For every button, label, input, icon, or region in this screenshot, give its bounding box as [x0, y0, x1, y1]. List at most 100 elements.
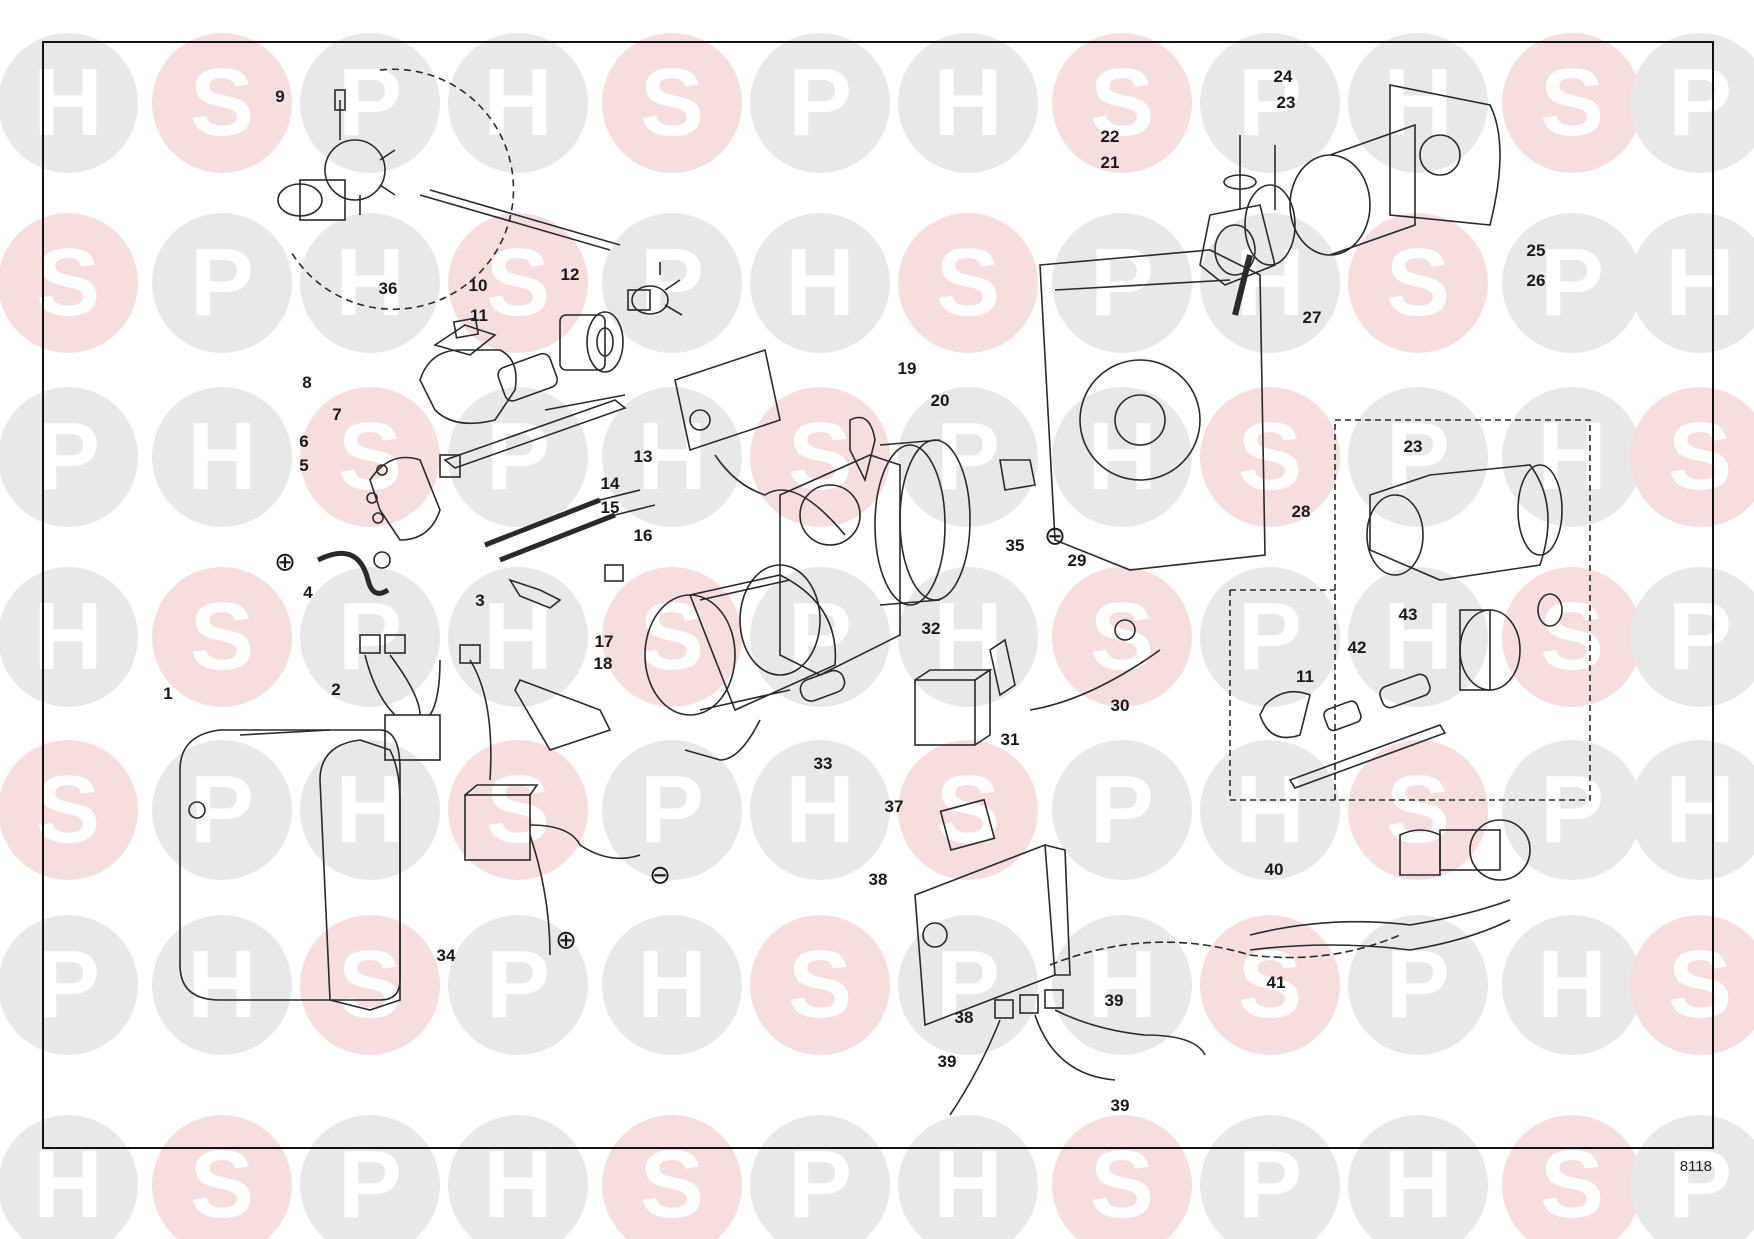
- watermark-circle: [750, 567, 890, 707]
- callout-label: 12: [560, 265, 580, 284]
- watermark-circle: [1502, 387, 1642, 527]
- minus-symbol-icon: ⊖: [1044, 520, 1066, 551]
- watermark-letter: P: [486, 931, 550, 1038]
- connector-part-17: [604, 564, 624, 582]
- watermark-circle: [1200, 915, 1340, 1055]
- watermark-letter: P: [1540, 756, 1604, 863]
- watermark-letter: P: [1238, 583, 1302, 690]
- callout-label: 4: [303, 583, 313, 602]
- part-30-ring: [1114, 619, 1136, 641]
- bracket-part-19: [849, 416, 876, 483]
- callout-label: 13: [633, 447, 653, 466]
- watermark-circle: [1200, 33, 1340, 173]
- blast-tube-part-24: [1244, 123, 1416, 266]
- watermark-circle: [1348, 567, 1488, 707]
- callout-label: 16: [633, 526, 653, 545]
- watermark-circle: [602, 915, 742, 1055]
- minus-symbol-icon: ⊖: [649, 859, 671, 890]
- callout-label: 37: [884, 797, 904, 816]
- watermark-letter: H: [335, 756, 404, 863]
- cable-part-41: [1249, 899, 1511, 936]
- watermark-circle: [1630, 213, 1754, 353]
- watermark-circle: [1630, 915, 1754, 1055]
- watermark-letter: H: [1665, 229, 1734, 336]
- watermark-circle: [1348, 213, 1488, 353]
- callout-label: 11: [470, 306, 488, 325]
- watermark-circle: [602, 1115, 742, 1239]
- watermark-letter: S: [1540, 583, 1604, 690]
- callout-label: 39: [937, 1052, 957, 1071]
- damper-part-27: [1199, 135, 1276, 316]
- watermark-circle: [898, 1115, 1038, 1239]
- watermark-letter: S: [36, 229, 100, 336]
- detail-leader: [429, 189, 621, 246]
- watermark-circle: [898, 213, 1038, 353]
- watermark-circle: [898, 33, 1038, 173]
- watermark-circle: [300, 33, 440, 173]
- watermark-letter: H: [933, 583, 1002, 690]
- callout-label: 41: [1266, 973, 1286, 992]
- watermark-circle: [1502, 33, 1642, 173]
- nozzle-detail: [277, 89, 396, 221]
- electrodes-part-14-15: [484, 489, 656, 563]
- callout-label: 42: [1347, 638, 1367, 657]
- watermark-circle: [1052, 915, 1192, 1055]
- callout-label: 29: [1067, 551, 1087, 570]
- watermark-circle: [448, 1115, 588, 1239]
- watermark-circle: [1052, 387, 1192, 527]
- watermark-circle: [448, 567, 588, 707]
- watermark-circle: [152, 915, 292, 1055]
- watermark-letter: P: [36, 403, 100, 510]
- callout-label: 1: [163, 684, 173, 703]
- callout-label: 3: [475, 591, 485, 610]
- watermark-letter: S: [640, 583, 704, 690]
- callout-label: 33: [813, 754, 833, 773]
- callout-label: 2: [331, 680, 341, 699]
- watermark-circle: [300, 213, 440, 353]
- watermark-letter: H: [1383, 49, 1452, 156]
- plus-symbol-icon: ⊕: [555, 924, 577, 955]
- watermark-circle: [1052, 740, 1192, 880]
- watermark-letter: H: [33, 49, 102, 156]
- watermark-letter: S: [190, 49, 254, 156]
- watermark-circle: [898, 915, 1038, 1055]
- watermark-letter: P: [936, 931, 1000, 1038]
- watermark-circle: [448, 740, 588, 880]
- watermark-letter: P: [1238, 49, 1302, 156]
- watermark-circle: [1502, 915, 1642, 1055]
- transformer-part-32: [914, 668, 993, 746]
- watermark-circle: [300, 1115, 440, 1239]
- watermark-circle: [1052, 1115, 1192, 1239]
- watermark-circle: [1630, 387, 1754, 527]
- watermark-letter: S: [1090, 583, 1154, 690]
- watermark-letter: S: [1386, 229, 1450, 336]
- watermark-circle: [152, 1115, 292, 1239]
- callout-label: 5: [299, 456, 309, 475]
- watermark-circle: [300, 567, 440, 707]
- cable-part-30: [1029, 649, 1161, 711]
- watermark-circle: [602, 567, 742, 707]
- watermark-circle: [1630, 1115, 1754, 1239]
- watermark-letter: S: [640, 49, 704, 156]
- watermark-letter: H: [1383, 583, 1452, 690]
- watermark-circle: [898, 567, 1038, 707]
- watermark-letter: S: [486, 756, 550, 863]
- watermark-circle: [1348, 740, 1488, 880]
- inset-nozzle-assembly: [1259, 593, 1563, 789]
- watermark-letter: S: [486, 229, 550, 336]
- callout-label: 39: [1104, 991, 1124, 1010]
- callout-label: 27: [1302, 308, 1322, 327]
- holder-part-8: [419, 317, 517, 425]
- watermark-circle: [1502, 567, 1642, 707]
- watermark-letter: H: [335, 229, 404, 336]
- watermark-letter: P: [190, 756, 254, 863]
- watermark-letter: S: [338, 931, 402, 1038]
- watermark-circle: [1630, 33, 1754, 173]
- watermark-circle: [300, 740, 440, 880]
- cable-part-41b: [1249, 919, 1511, 951]
- watermark-circle: [1502, 740, 1642, 880]
- watermark-circle: [602, 740, 742, 880]
- nozzle-part-12: [627, 262, 683, 316]
- watermark-circle: [1200, 387, 1340, 527]
- watermark-letter: P: [788, 49, 852, 156]
